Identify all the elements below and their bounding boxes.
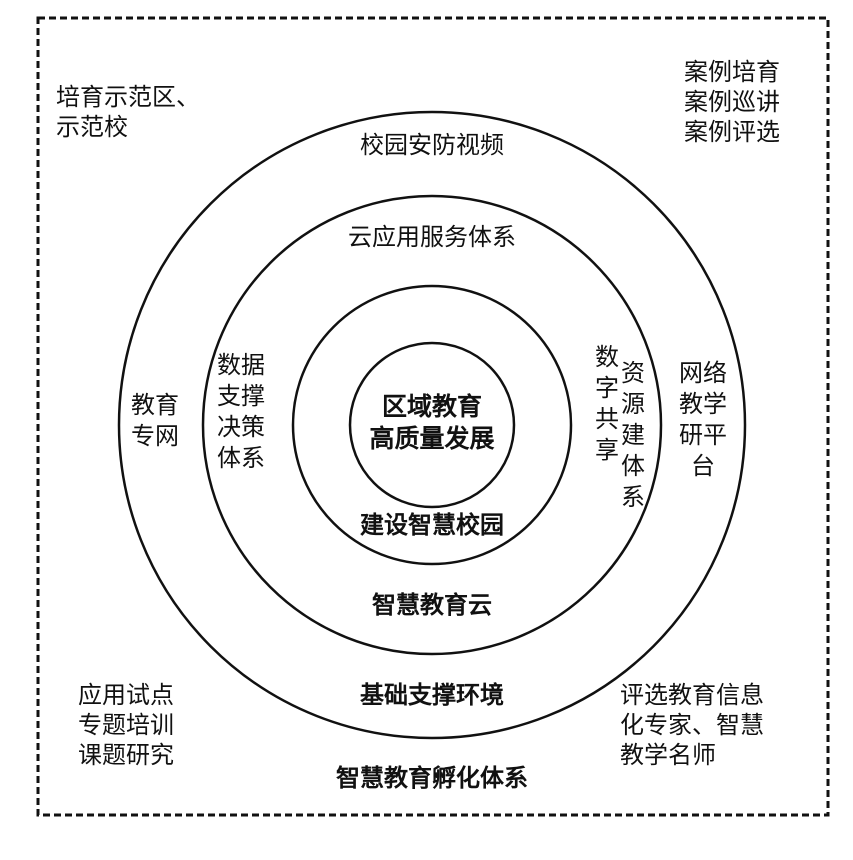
edu-network-label: 教育专网	[131, 391, 179, 450]
corner-bottom-left: 应用试点 专题培训 课题研究	[78, 681, 174, 769]
center-line2: 高质量发展	[369, 424, 495, 453]
digital-resource-col1: 数字共享	[595, 343, 619, 464]
outer-circle	[117, 110, 747, 740]
corner-bottom-right: 评选教育信息 化专家、智慧 教学名师	[620, 681, 764, 769]
second-circle	[201, 194, 663, 656]
inner-circle	[348, 341, 516, 509]
corner-top-right: 案例培育 案例巡讲 案例评选	[684, 58, 780, 146]
incubation-system-label: 智慧教育孵化体系	[336, 764, 528, 792]
inner-ring-label: 建设智慧校园	[360, 511, 504, 539]
corner-top-left: 培育示范区、 示范校	[56, 83, 200, 141]
third-circle	[291, 284, 573, 566]
teaching-platform-label: 网络教学研平台	[679, 359, 727, 480]
center-line1: 区域教育	[381, 392, 482, 421]
smart-cloud-label: 智慧教育云	[372, 591, 492, 619]
campus-security-label: 校园安防视频	[360, 131, 504, 159]
data-decision-label: 数据支撑决策体系	[217, 351, 265, 472]
dashed-border	[36, 16, 830, 817]
infrastructure-label: 基础支撑环境	[360, 681, 504, 709]
cloud-service-label: 云应用服务体系	[348, 223, 516, 251]
digital-resource-col2: 资源建体系	[621, 359, 645, 511]
